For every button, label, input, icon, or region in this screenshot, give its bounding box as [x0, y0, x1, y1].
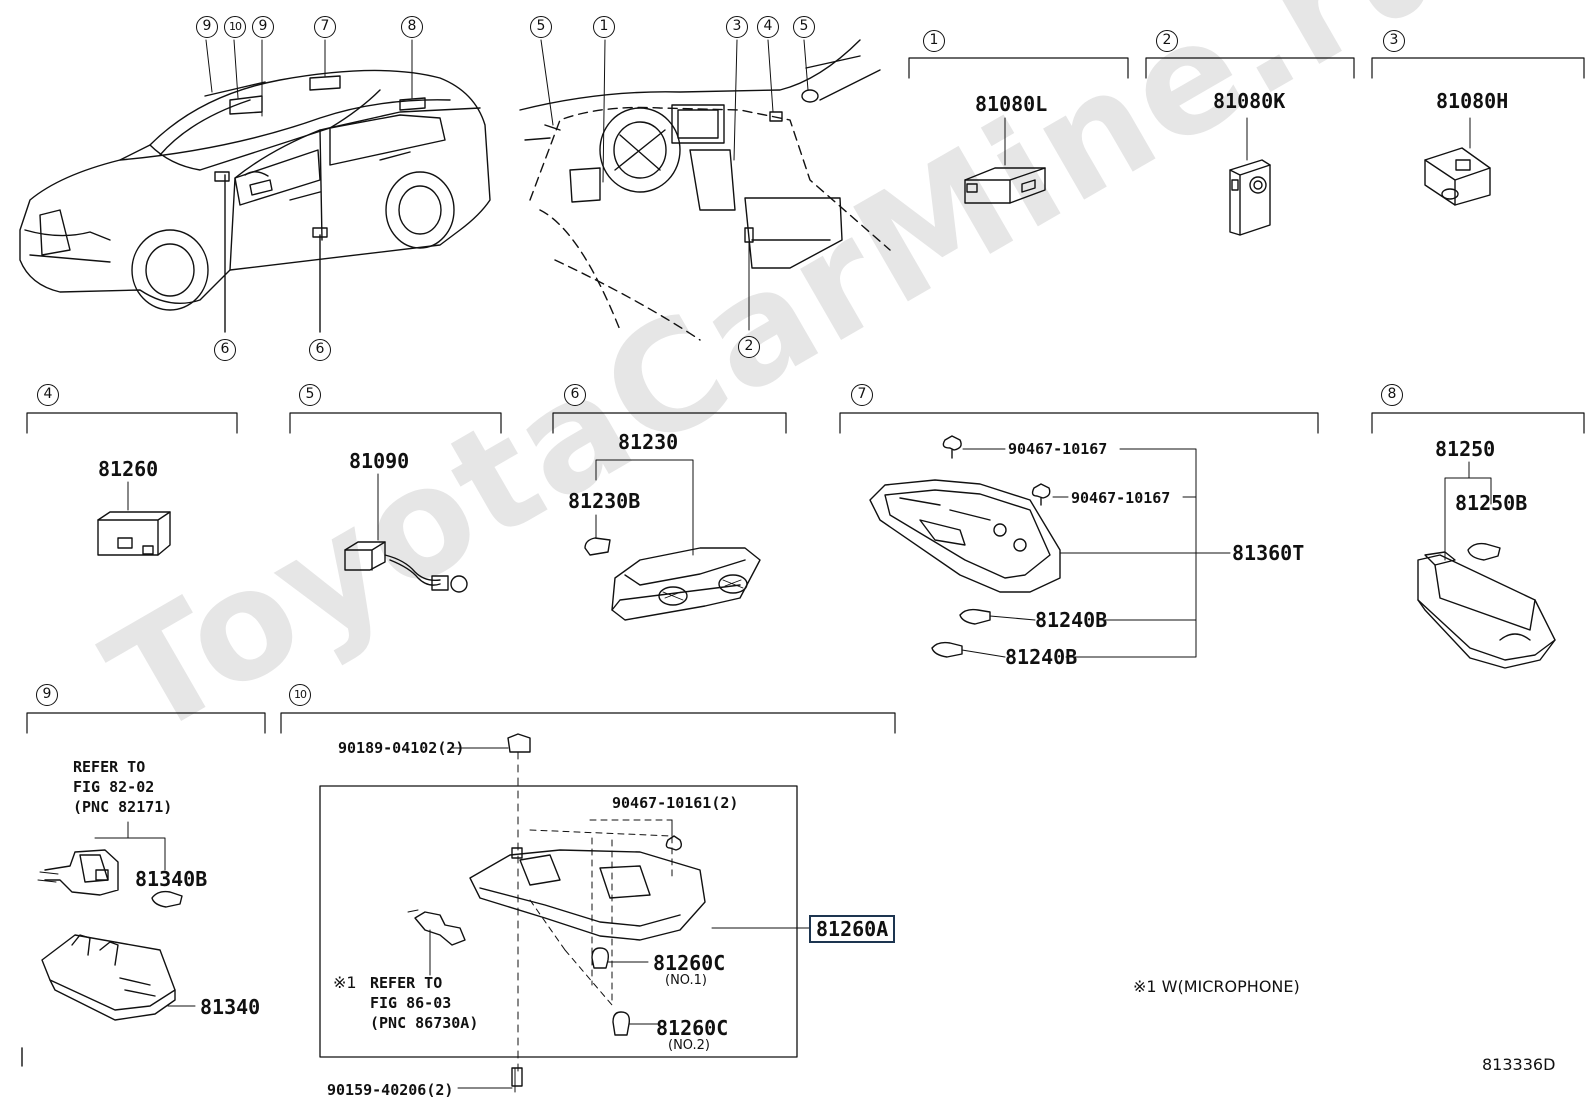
- part-label-90467-10167-b: 90467-10167: [1071, 489, 1171, 507]
- part-label-81260C-no2: 81260C: [656, 1016, 729, 1040]
- refer-mark-10: ※1: [333, 973, 357, 992]
- part-label-81340B: 81340B: [135, 867, 208, 891]
- car-illustration: [19, 39, 491, 333]
- refer-text-10-line2: FIG 86-03: [370, 994, 452, 1012]
- part-label-81340: 81340: [200, 995, 261, 1019]
- dash-callout-5b: 5: [793, 16, 815, 38]
- section-6-number: 6: [564, 384, 586, 406]
- dash-callout-5a: 5: [530, 16, 552, 38]
- car-callout-9b: 9: [252, 16, 274, 38]
- dash-callout-4: 4: [757, 16, 779, 38]
- part-label-81250B: 81250B: [1455, 491, 1528, 515]
- car-callout-8: 8: [401, 16, 423, 38]
- car-callout-6b: 6: [309, 339, 331, 361]
- car-callout-10: 10: [224, 16, 246, 38]
- section-brackets: [26, 57, 1585, 734]
- car-callout-6a: 6: [214, 339, 236, 361]
- part-label-81230B: 81230B: [568, 489, 641, 513]
- part-label-90189-04102: 90189-04102(2): [338, 739, 465, 757]
- part-label-81250: 81250: [1435, 437, 1496, 461]
- part-81360T-illustration: [869, 435, 1231, 658]
- part-81080K-illustration: [1229, 117, 1271, 236]
- car-callout-7: 7: [314, 16, 336, 38]
- refer-text-9-line2: FIG 82-02: [73, 778, 155, 796]
- part-81260A-illustration: [319, 733, 811, 1093]
- part-label-81260C-no1: 81260C: [653, 951, 726, 975]
- sub-label-no1: (NO.1): [665, 973, 707, 988]
- part-label-90467-10167-a: 90467-10167: [1008, 440, 1108, 458]
- part-label-81080H: 81080H: [1436, 89, 1509, 113]
- part-81080H-illustration: [1424, 117, 1491, 206]
- refer-text-10-line1: REFER TO: [370, 974, 443, 992]
- part-label-81230: 81230: [618, 430, 679, 454]
- part-label-81080L: 81080L: [975, 92, 1048, 116]
- figure-code: 813336D: [1482, 1055, 1556, 1074]
- footnote: ※1 W(MICROPHONE): [1133, 977, 1300, 996]
- part-81080L-illustration: [964, 117, 1046, 204]
- part-label-81240B-a: 81240B: [1035, 608, 1108, 632]
- section-4-number: 4: [37, 384, 59, 406]
- refer-text-9-line1: REFER TO: [73, 758, 146, 776]
- section-5-number: 5: [299, 384, 321, 406]
- part-label-81240B-b: 81240B: [1005, 645, 1078, 669]
- section-1-number: 1: [923, 30, 945, 52]
- section-7-number: 7: [851, 384, 873, 406]
- part-label-81080K: 81080K: [1213, 89, 1286, 113]
- part-label-90467-10161: 90467-10161(2): [612, 794, 739, 812]
- dash-callout-2: 2: [738, 336, 760, 358]
- dash-callout-3: 3: [726, 16, 748, 38]
- section-2-number: 2: [1156, 30, 1178, 52]
- part-81230-illustration: [584, 459, 761, 621]
- section-9-number: 9: [36, 684, 58, 706]
- part-label-90159-40206: 90159-40206(2): [327, 1081, 454, 1099]
- dashboard-illustration: [519, 39, 891, 341]
- part-label-81260A: 81260A: [809, 915, 896, 943]
- part-81090-illustration: [344, 473, 468, 593]
- section-10-number: 10: [289, 684, 311, 706]
- part-label-81260: 81260: [98, 457, 159, 481]
- sub-label-no2: (NO.2): [668, 1038, 710, 1053]
- refer-text-10-line3: (PNC 86730A): [370, 1014, 479, 1032]
- part-81340-illustration: [37, 821, 196, 1021]
- part-label-81360T: 81360T: [1232, 541, 1305, 565]
- dash-callout-1: 1: [593, 16, 615, 38]
- car-callout-9: 9: [196, 16, 218, 38]
- part-label-81090: 81090: [349, 449, 410, 473]
- part-81250-illustration: [1417, 461, 1556, 669]
- refer-text-9-line3: (PNC 82171): [73, 798, 173, 816]
- part-81260-illustration: [97, 481, 171, 556]
- section-3-number: 3: [1383, 30, 1405, 52]
- section-8-number: 8: [1381, 384, 1403, 406]
